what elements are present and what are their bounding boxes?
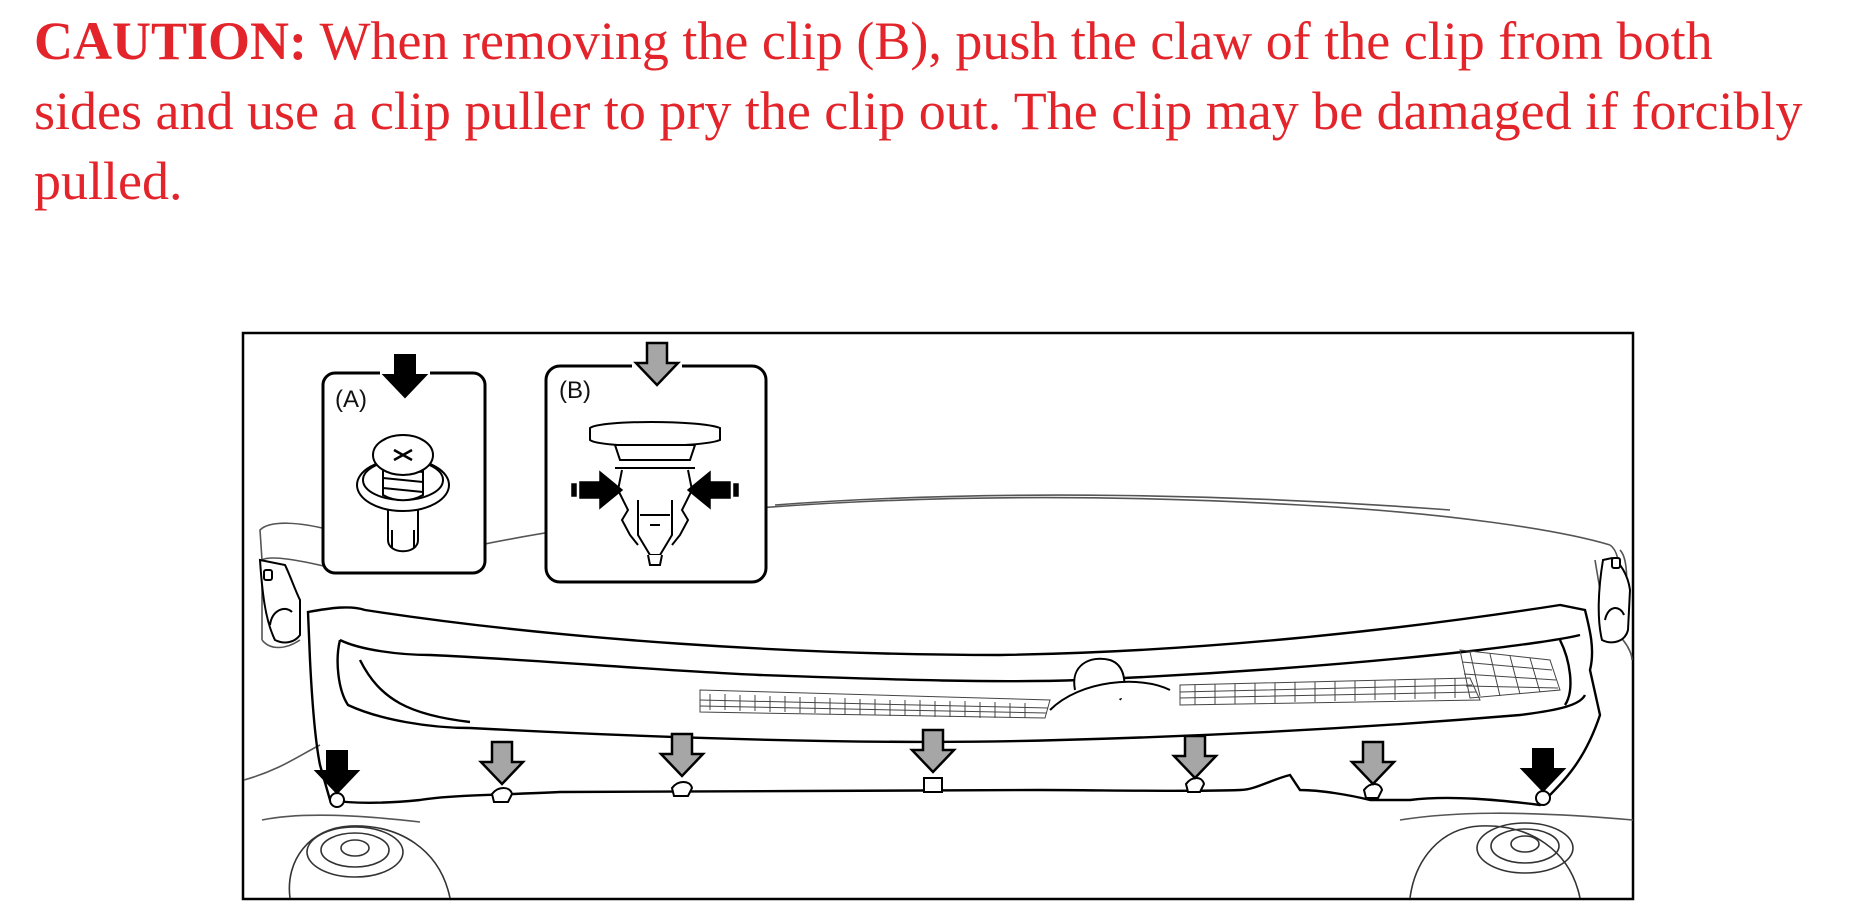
caution-text: When removing the clip (B), push the cla… — [34, 11, 1803, 211]
clip-location-markers — [329, 777, 1551, 808]
strut-mount-left — [288, 825, 451, 899]
side-bracket-right — [1597, 556, 1632, 644]
inset-a: (A) — [321, 354, 487, 575]
side-bracket-left — [258, 558, 301, 644]
cowl-top-panel — [306, 603, 1602, 807]
caution-note: CAUTION: When removing the clip (B), pus… — [34, 6, 1834, 216]
clip-a-drawing — [356, 434, 450, 553]
clip-b-drawing — [589, 421, 721, 566]
wiper-pivot-cover — [1049, 657, 1171, 711]
claw-squeeze-arrows — [571, 470, 739, 510]
inset-a-label: (A) — [335, 386, 367, 413]
strut-mount-right — [1409, 822, 1581, 899]
cowl-grille-mesh — [699, 649, 1561, 719]
inset-b: (B) — [544, 341, 768, 584]
caution-label: CAUTION: — [34, 11, 308, 71]
inset-b-label: (B) — [559, 377, 591, 404]
